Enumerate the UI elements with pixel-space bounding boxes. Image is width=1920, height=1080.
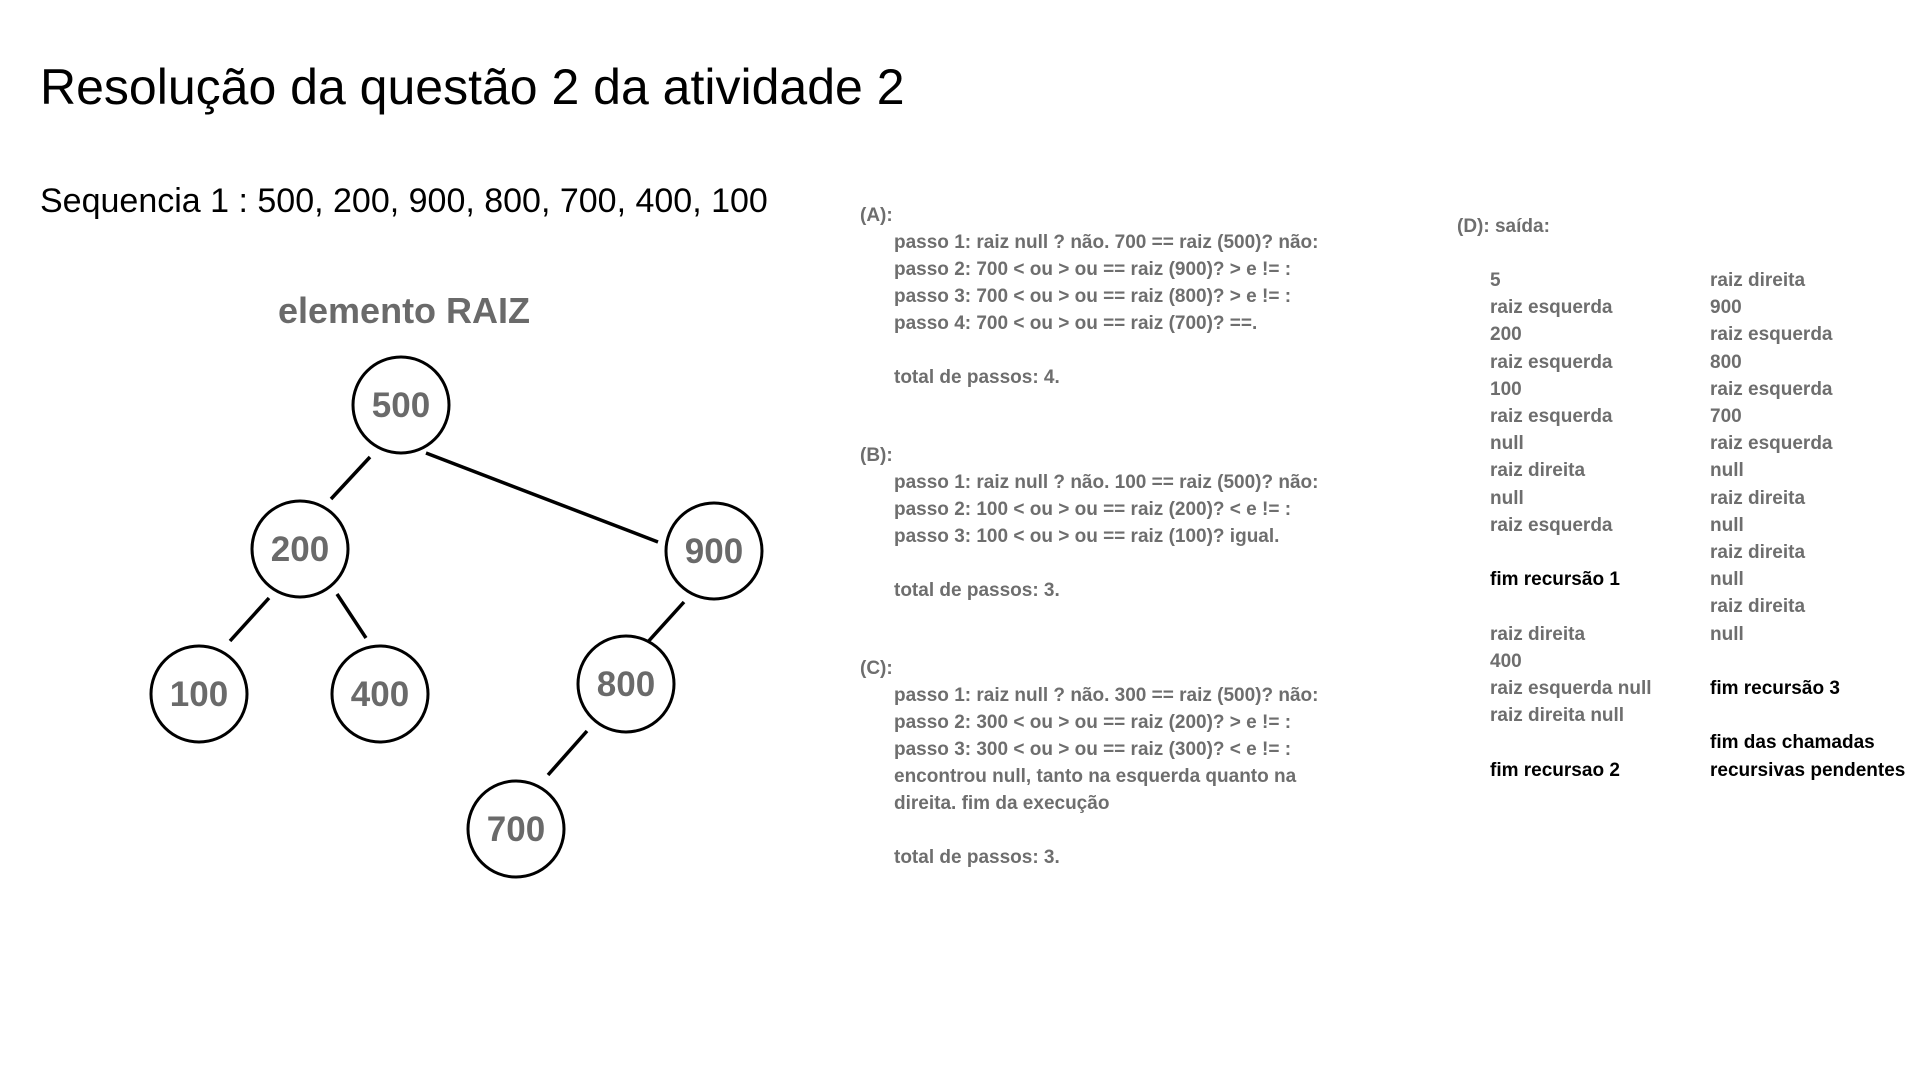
part-c-step-1: passo 1: raiz null ? não. 300 == raiz (5… [894, 685, 1319, 706]
tree-root-label: elemento RAIZ [278, 290, 531, 331]
edge-500-900 [425, 451, 659, 544]
output-line: raiz direita [1490, 623, 1586, 645]
recursion-end-final-2: recursivas pendentes [1710, 759, 1906, 781]
output-line: raiz esquerda [1490, 351, 1613, 373]
part-c-step-3: passo 3: 300 < ou > ou == raiz (300)? < … [894, 739, 1292, 760]
part-a-step-1: passo 1: raiz null ? não. 700 == raiz (5… [894, 232, 1319, 253]
output-line: raiz esquerda [1710, 433, 1833, 455]
part-c-step-2: passo 2: 300 < ou > ou == raiz (200)? > … [894, 712, 1292, 733]
node-value: 700 [487, 810, 545, 849]
output-line: 200 [1490, 324, 1522, 346]
tree-node-200: 200 [250, 499, 350, 599]
tree-node-500: 500 [351, 355, 451, 455]
part-a-step-4: passo 4: 700 < ou > ou == raiz (700)? ==… [894, 313, 1258, 334]
recursion-end-final-1: fim das chamadas [1710, 732, 1875, 754]
part-c-total: total de passos: 3. [894, 847, 1060, 868]
output-line: 900 [1710, 297, 1742, 319]
output-line: null [1710, 514, 1744, 536]
output-line: raiz esquerda [1710, 324, 1833, 346]
part-c-step-5: direita. fim da execução [894, 793, 1110, 814]
binary-tree-diagram: 500 200 900 100 400 800 700 [149, 355, 764, 879]
output-line: raiz esquerda [1710, 378, 1833, 400]
recursion-end-1: fim recursão 1 [1490, 569, 1620, 591]
output-line: raiz direita null [1490, 705, 1625, 727]
recursion-end-2: fim recursao 2 [1490, 759, 1620, 781]
output-line: raiz direita [1710, 487, 1806, 509]
part-a-header: (A): [860, 205, 893, 226]
output-line: 400 [1490, 650, 1522, 672]
edge-200-100 [228, 596, 271, 643]
tree-node-700: 700 [466, 779, 566, 879]
output-line: raiz direita [1710, 542, 1806, 564]
part-a-block: (A): passo 1: raiz null ? não. 700 == ra… [860, 202, 1318, 391]
part-d-column-1: 5 raiz esquerda 200 raiz esquerda 100 ra… [1490, 267, 1652, 784]
output-line: raiz direita [1710, 270, 1806, 291]
part-d-header: (D): saída: [1457, 213, 1550, 240]
part-c-block: (C): passo 1: raiz null ? não. 300 == ra… [860, 655, 1318, 871]
node-value: 800 [597, 665, 655, 704]
output-line: raiz esquerda [1490, 297, 1613, 319]
tree-node-400: 400 [330, 644, 430, 744]
output-line: raiz direita [1490, 460, 1586, 482]
tree-node-800: 800 [576, 634, 676, 734]
tree-node-100: 100 [149, 644, 249, 744]
output-line: 5 [1490, 270, 1501, 291]
node-value: 900 [685, 532, 743, 571]
node-value: 100 [170, 675, 228, 714]
output-line: null [1710, 569, 1744, 591]
edge-800-700 [546, 729, 589, 777]
part-d-header-text: (D): saída: [1457, 216, 1550, 237]
node-value: 400 [351, 675, 409, 714]
part-c-step-4: encontrou null, tanto na esquerda quanto… [894, 766, 1297, 787]
part-a-step-2: passo 2: 700 < ou > ou == raiz (900)? > … [894, 259, 1292, 280]
output-line: null [1710, 460, 1744, 482]
tree-node-900: 900 [664, 501, 764, 601]
output-line: null [1490, 487, 1524, 509]
part-b-header: (B): [860, 445, 893, 466]
output-line: raiz esquerda [1490, 514, 1613, 536]
part-b-total: total de passos: 3. [894, 580, 1060, 601]
output-line: 700 [1710, 406, 1742, 428]
edge-200-400 [335, 593, 368, 639]
page-title: Resolução da questão 2 da atividade 2 [40, 59, 905, 115]
node-value: 200 [271, 530, 329, 569]
part-b-block: (B): passo 1: raiz null ? não. 100 == ra… [860, 442, 1318, 604]
output-line: raiz esquerda [1490, 406, 1613, 428]
output-line: 100 [1490, 378, 1522, 400]
edge-500-200 [329, 455, 372, 501]
output-line: raiz esquerda null [1490, 678, 1652, 700]
sequence-text: Sequencia 1 : 500, 200, 900, 800, 700, 4… [40, 182, 768, 220]
recursion-end-3: fim recursão 3 [1710, 678, 1840, 700]
node-value: 500 [372, 386, 430, 425]
output-line: raiz direita [1710, 596, 1806, 618]
output-line: 800 [1710, 351, 1742, 373]
part-b-step-3: passo 3: 100 < ou > ou == raiz (100)? ig… [894, 526, 1280, 547]
part-c-header: (C): [860, 658, 893, 679]
edge-900-800 [644, 600, 686, 646]
part-b-step-2: passo 2: 100 < ou > ou == raiz (200)? < … [894, 499, 1292, 520]
part-a-step-3: passo 3: 700 < ou > ou == raiz (800)? > … [894, 286, 1292, 307]
part-a-total: total de passos: 4. [894, 367, 1060, 388]
output-line: null [1710, 623, 1744, 645]
part-b-step-1: passo 1: raiz null ? não. 100 == raiz (5… [894, 472, 1319, 493]
output-line: null [1490, 433, 1524, 455]
part-d-column-2: raiz direita 900 raiz esquerda 800 raiz … [1710, 267, 1905, 784]
